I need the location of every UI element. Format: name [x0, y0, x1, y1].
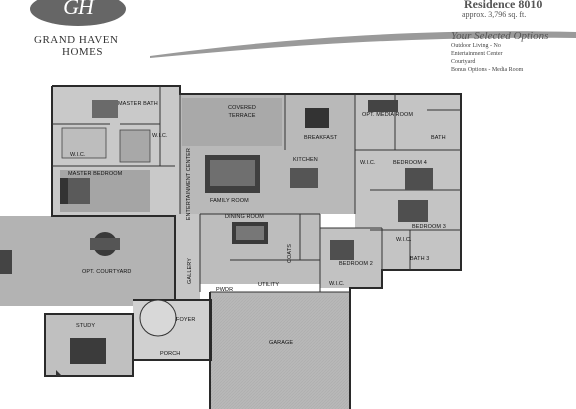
- label-wic-master-left: W.I.C.: [70, 152, 86, 158]
- label-pwdr: PWDR: [216, 287, 234, 293]
- option-item: Entertainment Center: [451, 51, 503, 57]
- plant: [56, 370, 62, 376]
- label-porch: PORCH: [160, 351, 181, 357]
- logo-monogram: GH: [63, 0, 94, 19]
- breakfast-table: [305, 108, 329, 128]
- label-wic-bedroom3: W.I.C.: [396, 237, 412, 243]
- study-desk: [70, 338, 106, 364]
- square-footage: approx. 3,796 sq. ft.: [462, 10, 527, 19]
- label-entertainment-center: ENTERTAINMENT CENTER: [186, 148, 192, 221]
- interior-walls: [52, 86, 461, 293]
- label-breakfast: BREAKFAST: [304, 135, 338, 141]
- bedroom4-bed: [405, 168, 433, 190]
- label-utility: UTILITY: [258, 282, 280, 288]
- label-opt-courtyard: OPT. COURTYARD: [82, 269, 132, 275]
- label-gallery: GALLERY: [187, 258, 193, 284]
- label-bedroom3: BEDROOM 3: [412, 224, 446, 230]
- label-wic-master-top: W.I.C.: [152, 133, 168, 139]
- label-wic-bedroom4: W.I.C.: [360, 160, 376, 166]
- label-bedroom4: BEDROOM 4: [393, 160, 427, 166]
- bath-tub: [92, 100, 118, 118]
- master-wic: [61, 127, 107, 159]
- label-garage: GARAGE: [269, 340, 294, 346]
- decorative-swoosh: [150, 31, 576, 58]
- courtyard-bench: [0, 250, 12, 274]
- residence-title: Residence 8010: [464, 0, 543, 11]
- label-opt-media-room: OPT. MEDIA ROOM: [362, 112, 414, 118]
- label-study: STUDY: [76, 323, 96, 329]
- option-item: Outdoor Living - No: [451, 43, 501, 49]
- master-bed: [60, 178, 90, 204]
- courtyard-table: [90, 232, 120, 256]
- label-bath-right: BATH: [431, 135, 446, 141]
- exterior-walls: [44, 85, 462, 409]
- label-family-room: FAMILY ROOM: [210, 198, 249, 204]
- label-covered-terrace: COVERED TERRACE: [228, 105, 256, 119]
- wic-upper: [119, 129, 151, 163]
- label-kitchen: KITCHEN: [293, 157, 318, 163]
- media-seating: [368, 100, 398, 112]
- dining-table: [232, 222, 268, 244]
- brand-name-line1: GRAND HAVEN: [34, 34, 119, 46]
- option-item: Courtyard: [451, 59, 476, 65]
- label-wic-bedroom2: W.I.C.: [329, 281, 345, 287]
- kitchen-island: [290, 168, 318, 188]
- label-master-bedroom: MASTER BEDROOM: [68, 171, 123, 177]
- option-item: Bonus Options - Media Room: [451, 67, 524, 73]
- label-coats: COATS: [287, 244, 293, 264]
- label-foyer: FOYER: [176, 317, 196, 323]
- bedroom3-bed: [398, 200, 428, 222]
- floor-plan: [0, 85, 462, 409]
- label-master-bath: MASTER BATH: [118, 101, 158, 107]
- bedroom2-bed: [330, 240, 354, 260]
- label-bedroom2: BEDROOM 2: [339, 261, 373, 267]
- label-dining-room: DINING ROOM: [225, 214, 264, 220]
- garage-floor: [210, 296, 350, 409]
- logo-oval: [30, 0, 126, 26]
- brand-name-line2: HOMES: [62, 46, 104, 58]
- foyer-circle: [139, 299, 177, 337]
- label-bath3: BATH 3: [410, 256, 430, 262]
- family-room-furniture: [205, 155, 260, 193]
- covered-terrace-floor: [182, 98, 282, 146]
- selected-options-heading: Your Selected Options: [451, 30, 549, 42]
